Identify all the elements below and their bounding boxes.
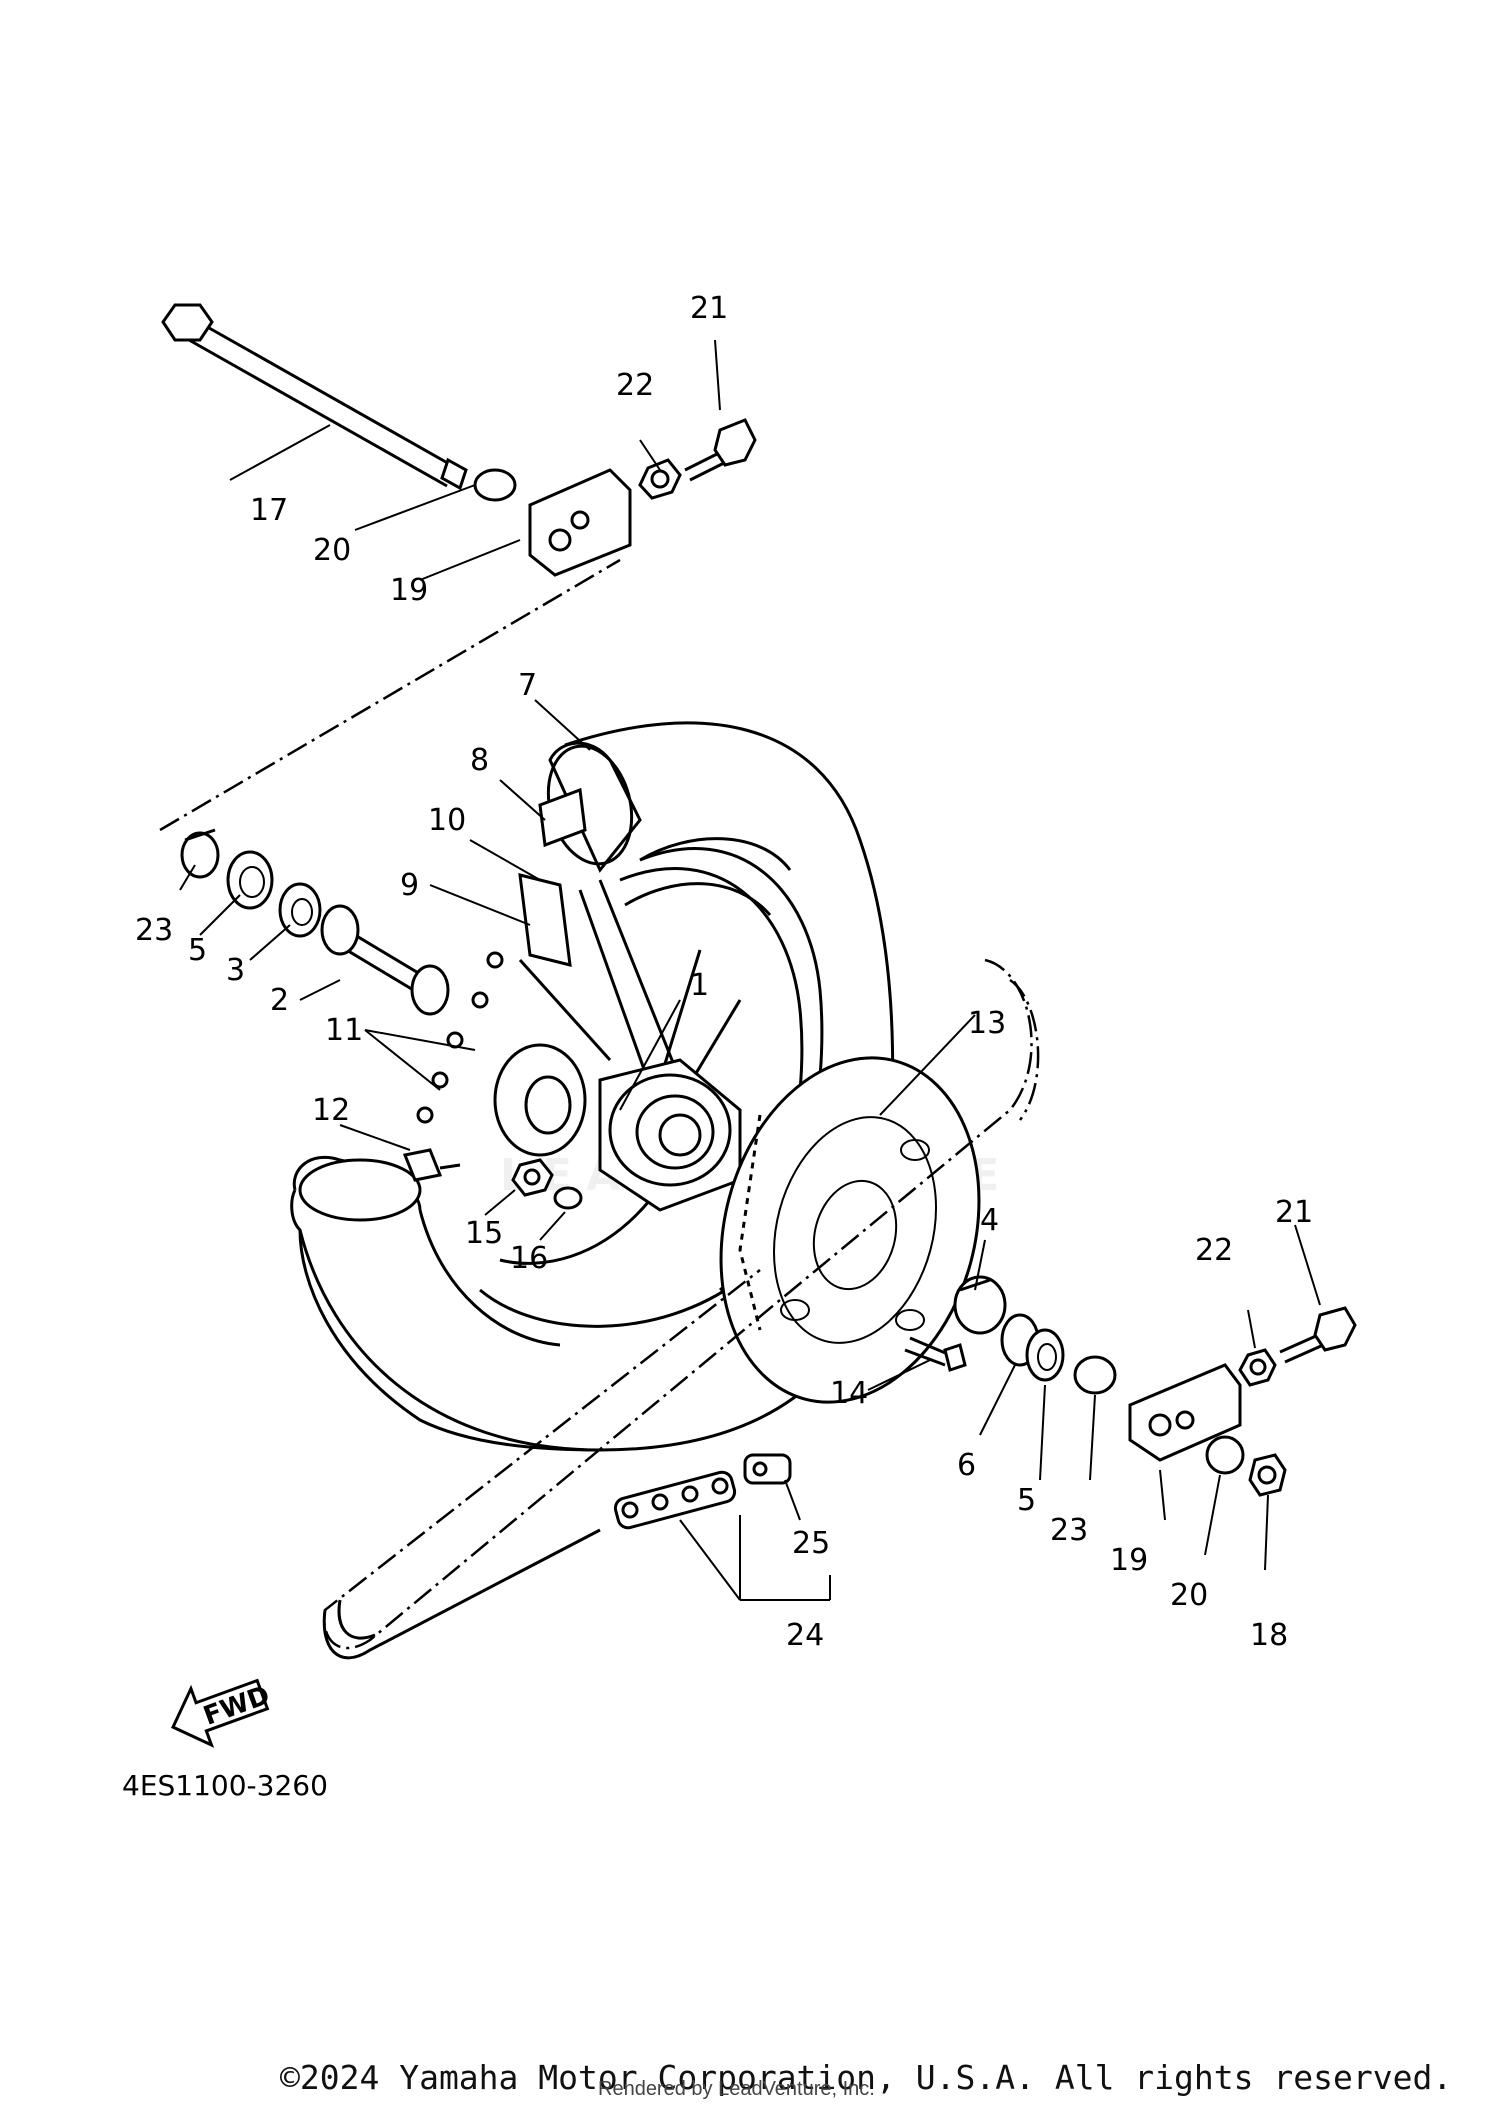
axle — [161, 303, 468, 491]
callout-12: 12 — [312, 1093, 350, 1128]
callout-7: 7 — [518, 668, 537, 703]
callout-11: 11 — [325, 1013, 363, 1048]
alignment-line — [159, 558, 621, 832]
callout-5b: 5 — [1017, 1483, 1036, 1518]
valve-stem — [402, 1148, 461, 1182]
callout-20a: 20 — [313, 533, 351, 568]
callout-19a: 19 — [390, 573, 428, 608]
copyright-footer: ©2024 Yamaha Motor Corporation, U.S.A. A… — [280, 2058, 1453, 2097]
adjuster-bolt-right — [1279, 1306, 1357, 1364]
sprocket-bolt — [904, 1336, 967, 1372]
master-link — [613, 1453, 792, 1530]
oil-seal-right — [1025, 1328, 1065, 1382]
callout-21b: 21 — [1275, 1195, 1313, 1230]
callout-16: 16 — [510, 1241, 548, 1276]
callout-22b: 22 — [1195, 1233, 1233, 1268]
callout-13: 13 — [968, 1006, 1006, 1041]
chain-puller-right — [1128, 1363, 1242, 1462]
callout-17: 17 — [250, 493, 288, 528]
callout-23b: 23 — [1050, 1513, 1088, 1548]
axle-washer-right — [1205, 1435, 1245, 1475]
forward-arrow: FWD — [171, 1678, 274, 1748]
callout-22a: 22 — [616, 368, 654, 403]
callout-24: 24 — [786, 1618, 824, 1653]
collar-spacer — [320, 904, 450, 1016]
callout-21a: 21 — [690, 291, 728, 326]
callout-9: 9 — [400, 868, 419, 903]
rendered-by-text: Rendered by LeadVenture, Inc. — [598, 2078, 875, 2100]
callout-4: 4 — [980, 1203, 999, 1238]
rim-band — [518, 787, 792, 967]
bearing-left — [278, 882, 322, 938]
callout-10: 10 — [428, 803, 466, 838]
diagram-part-code: 4ES1100-3260 — [122, 1769, 328, 1802]
leader-lines — [179, 339, 1321, 1601]
adjuster-nut-top — [638, 458, 682, 500]
spacer-left — [180, 828, 220, 879]
axle-nut — [1248, 1453, 1287, 1497]
axle-washer — [473, 468, 517, 502]
oil-seal-left — [226, 850, 274, 910]
hub-bolts — [416, 951, 504, 1124]
callout-15: 15 — [465, 1216, 503, 1251]
callout-19b: 19 — [1110, 1543, 1148, 1578]
callout-5a: 5 — [188, 933, 207, 968]
callout-14: 14 — [830, 1376, 868, 1411]
callout-8: 8 — [470, 743, 489, 778]
spacer-right-small — [1073, 1355, 1117, 1395]
spacer-right — [953, 1275, 1007, 1335]
callout-1: 1 — [690, 968, 709, 1003]
sprocket-nut — [511, 1158, 554, 1197]
callout-23a: 23 — [135, 913, 173, 948]
callout-18: 18 — [1250, 1618, 1288, 1653]
callout-6: 6 — [957, 1448, 976, 1483]
sprocket-washer — [553, 1186, 583, 1210]
adjuster-nut-right — [1238, 1348, 1277, 1387]
callout-labels: 1 2 3 4 5 5 6 7 8 9 10 11 12 13 14 15 16… — [135, 291, 1313, 1653]
wheel-hub — [493, 879, 742, 1265]
chain-puller-top — [528, 468, 632, 577]
callout-2: 2 — [270, 983, 289, 1018]
callout-3: 3 — [226, 953, 245, 988]
adjuster-bolt-top — [684, 418, 757, 482]
drive-chain — [322, 958, 1040, 1660]
callout-25: 25 — [792, 1526, 830, 1561]
callout-20b: 20 — [1170, 1578, 1208, 1613]
sprocket — [719, 1056, 981, 1404]
